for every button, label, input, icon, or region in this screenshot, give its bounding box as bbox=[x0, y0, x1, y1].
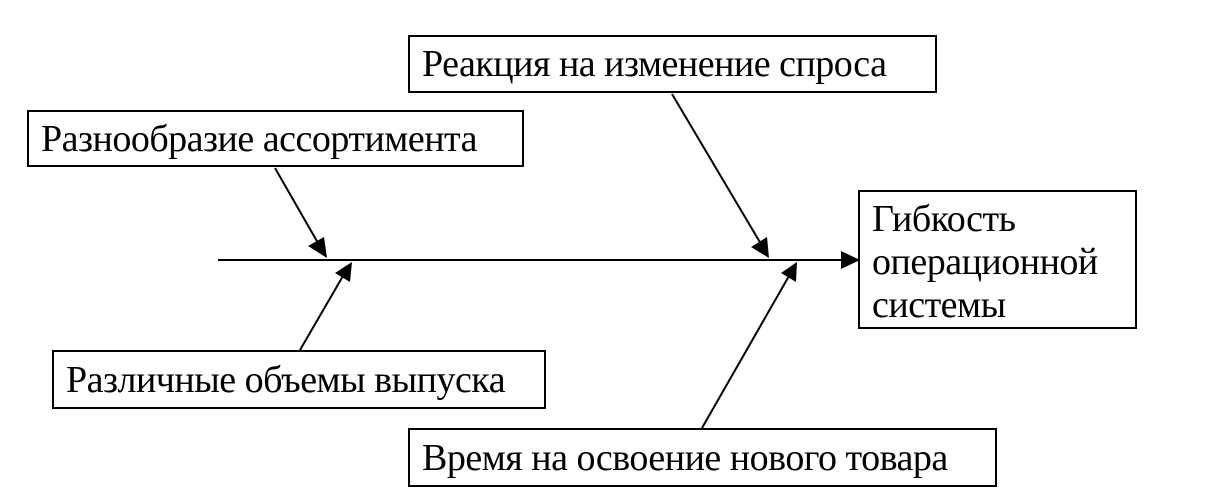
spine-arrowhead bbox=[841, 251, 860, 269]
cause-label-demand-response: Реакция на изменение спроса bbox=[422, 43, 887, 85]
branch-line-volumes bbox=[299, 275, 344, 351]
branch-arrowhead-demand bbox=[751, 237, 769, 258]
branch-line-assortment bbox=[274, 167, 319, 244]
cause-box-output-volumes: Различные объемы выпуска bbox=[52, 350, 546, 409]
cause-label-assortment-variety: Разнообразие ассортимента bbox=[41, 117, 478, 160]
branch-arrowhead-volumes bbox=[335, 262, 352, 282]
cause-box-new-product-time: Время на освоение нового товара bbox=[408, 428, 997, 487]
cause-box-demand-response: Реакция на изменение спроса bbox=[408, 35, 937, 93]
effect-label-line-1: Гибкость bbox=[872, 198, 1016, 240]
effect-label-line-2: операционной bbox=[872, 241, 1098, 283]
branch-arrowhead-assortment bbox=[308, 237, 327, 258]
cause-label-new-product-time: Время на освоение нового товара bbox=[422, 436, 948, 479]
branch-line-time bbox=[701, 275, 790, 429]
effect-label-line-3: системы bbox=[872, 284, 1006, 326]
branch-arrowhead-time bbox=[781, 262, 797, 282]
branch-line-demand bbox=[671, 93, 762, 245]
cause-label-output-volumes: Различные объемы выпуска bbox=[66, 358, 506, 401]
effect-box-system-flexibility: Гибкость операционной системы bbox=[858, 190, 1137, 329]
cause-box-assortment-variety: Разнообразие ассортимента bbox=[27, 110, 524, 167]
